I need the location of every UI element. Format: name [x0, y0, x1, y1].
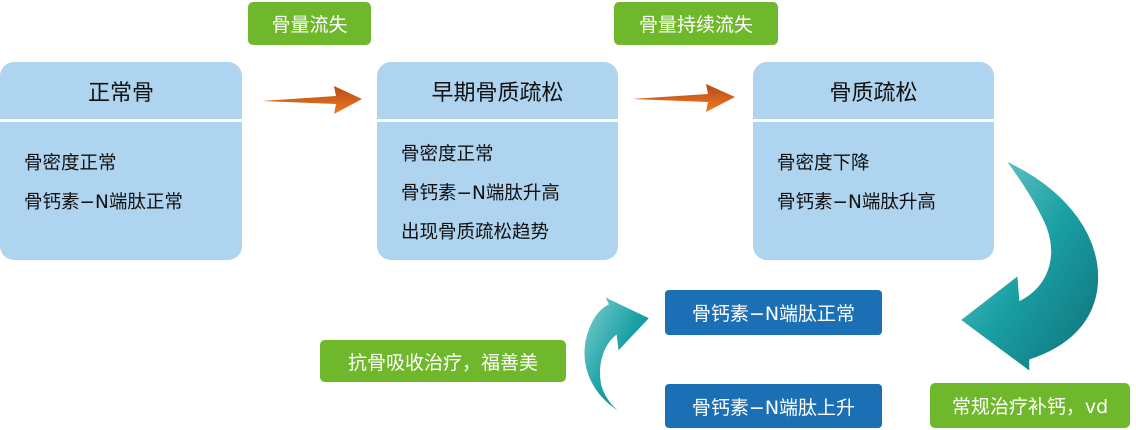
marker-normal: 骨钙素−N端肽正常: [665, 290, 882, 335]
stage-early-osteoporosis: 早期骨质疏松 骨密度正常 骨钙素−N端肽升高 出现骨质疏松趋势: [377, 62, 618, 260]
treatment-conventional: 常规治疗补钙，vd: [930, 383, 1130, 428]
treatment-anti-resorptive: 抗骨吸收治疗，福善美: [320, 340, 566, 382]
stage-line: 骨密度正常: [401, 144, 494, 165]
stage-line: 骨钙素−N端肽升高: [401, 183, 560, 204]
transition-label-bone-loss: 骨量流失: [248, 2, 371, 45]
marker-rising: 骨钙素−N端肽上升: [665, 384, 882, 428]
stage-title: 骨质疏松: [753, 62, 994, 122]
stage-line: 骨密度正常: [24, 153, 117, 174]
curved-arrow-down-icon: [958, 158, 1100, 374]
arrow-right-icon: [262, 86, 362, 114]
transition-label-continued-loss: 骨量持续流失: [614, 2, 778, 45]
stage-line: 骨密度下降: [777, 153, 870, 174]
stage-title: 正常骨: [0, 62, 242, 122]
stage-line: 出现骨质疏松趋势: [401, 222, 550, 243]
arrow-right-icon: [632, 84, 735, 112]
curved-arrow-up-icon: [583, 294, 652, 423]
stage-normal-bone: 正常骨 骨密度正常 骨钙素−N端肽正常: [0, 62, 242, 260]
stage-line: 骨钙素−N端肽升高: [777, 192, 936, 213]
stage-title: 早期骨质疏松: [377, 62, 618, 122]
stage-osteoporosis: 骨质疏松 骨密度下降 骨钙素−N端肽升高: [753, 62, 994, 260]
stage-line: 骨钙素−N端肽正常: [24, 192, 183, 213]
